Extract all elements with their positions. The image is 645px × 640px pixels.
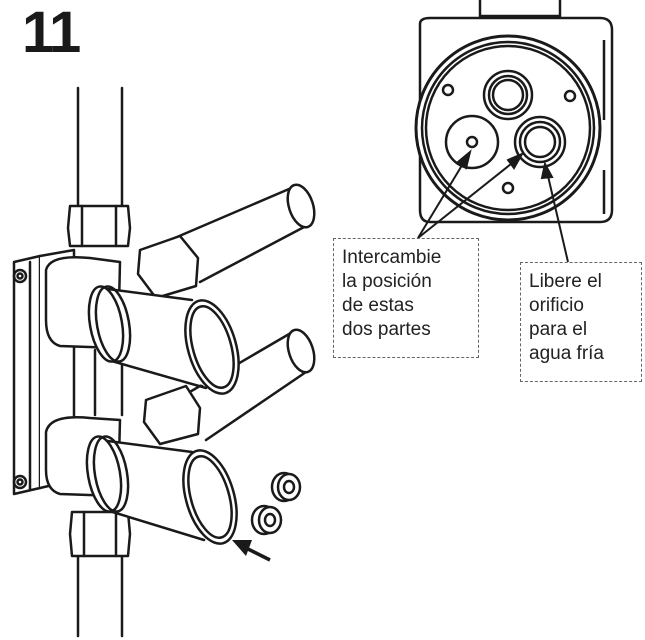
zoom-detail: [414, 0, 614, 224]
top-hex-nut: [66, 204, 132, 248]
leader-lines: [417, 149, 569, 263]
loose-parts: [250, 471, 302, 536]
callout-line: de estas: [342, 295, 414, 316]
lower-side-nut: [142, 384, 202, 446]
arrow-icon: [232, 540, 271, 562]
step-number: 11: [22, 0, 81, 65]
callout-line: la posición: [342, 271, 432, 292]
upper-side-nut: [136, 234, 200, 300]
callout-swap-parts: Intercambie la posición de estas dos par…: [333, 238, 479, 358]
callout-line: Libere el: [529, 271, 602, 292]
bottom-hex-nut: [68, 510, 132, 558]
callout-line: agua fría: [529, 343, 604, 364]
lower-valve-body: [44, 416, 238, 545]
callout-line: orificio: [529, 295, 584, 316]
callout-free-orifice: Libere el orificio para el agua fría: [520, 262, 642, 382]
callout-line: para el: [529, 319, 588, 340]
callout-line: dos partes: [342, 319, 431, 340]
back-pipe-upper: [168, 183, 316, 284]
callout-line: Intercambie: [342, 247, 442, 268]
upper-valve-body: [44, 256, 240, 395]
